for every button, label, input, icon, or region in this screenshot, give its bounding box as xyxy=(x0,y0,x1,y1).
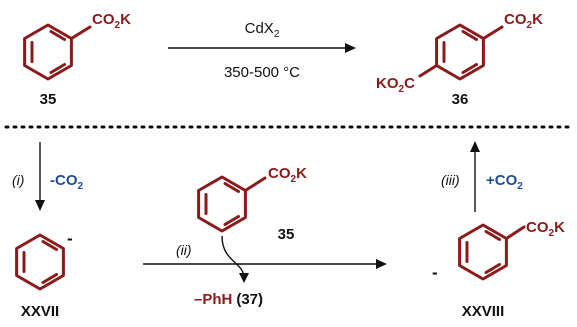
compound-label-xxviii: XXVIII xyxy=(462,303,505,320)
byproduct-curved-arrow xyxy=(221,235,249,283)
step-i-decarboxylation: -CO2 xyxy=(50,172,84,192)
step-ii-arrow xyxy=(143,259,387,269)
byproduct-benzene: –PhH(37) xyxy=(194,291,263,308)
product-36-carboxylate-left: KO2C xyxy=(376,75,415,95)
compound-label-xxvii: XXVII xyxy=(21,303,59,320)
xxviii-anion-structure xyxy=(458,223,526,281)
step-iii-carboxylation: +CO2 xyxy=(486,172,523,192)
reactant-35-middle-structure xyxy=(197,175,267,233)
step-ii-label: (ii) xyxy=(176,242,192,258)
product-36-structure xyxy=(418,23,504,81)
step-iii-label: (iii) xyxy=(441,172,460,188)
reactant-35-middle-carboxylate: CO2K xyxy=(268,165,307,185)
reactant-35-carboxylate: CO2K xyxy=(92,11,131,31)
top-reaction-arrow xyxy=(168,43,356,53)
step-i-label: (i) xyxy=(12,172,24,188)
xxvii-phenyl-anion xyxy=(15,233,65,291)
reaction-conditions: 350-500 °C xyxy=(224,64,300,81)
step-iii-arrow xyxy=(470,141,480,212)
xxvii-negative-charge: - xyxy=(67,229,73,248)
step-i-arrow xyxy=(35,142,45,211)
xxviii-carboxylate: CO2K xyxy=(526,219,565,239)
compound-label-35-middle: 35 xyxy=(278,226,295,243)
xxviii-negative-charge: - xyxy=(432,263,438,282)
reactant-35-structure xyxy=(23,23,92,81)
reagent-cdx2: CdX2 xyxy=(245,20,280,40)
product-36-carboxylate-right: CO2K xyxy=(504,11,543,31)
compound-label-35-top: 35 xyxy=(40,91,57,108)
compound-label-36: 36 xyxy=(452,91,469,108)
